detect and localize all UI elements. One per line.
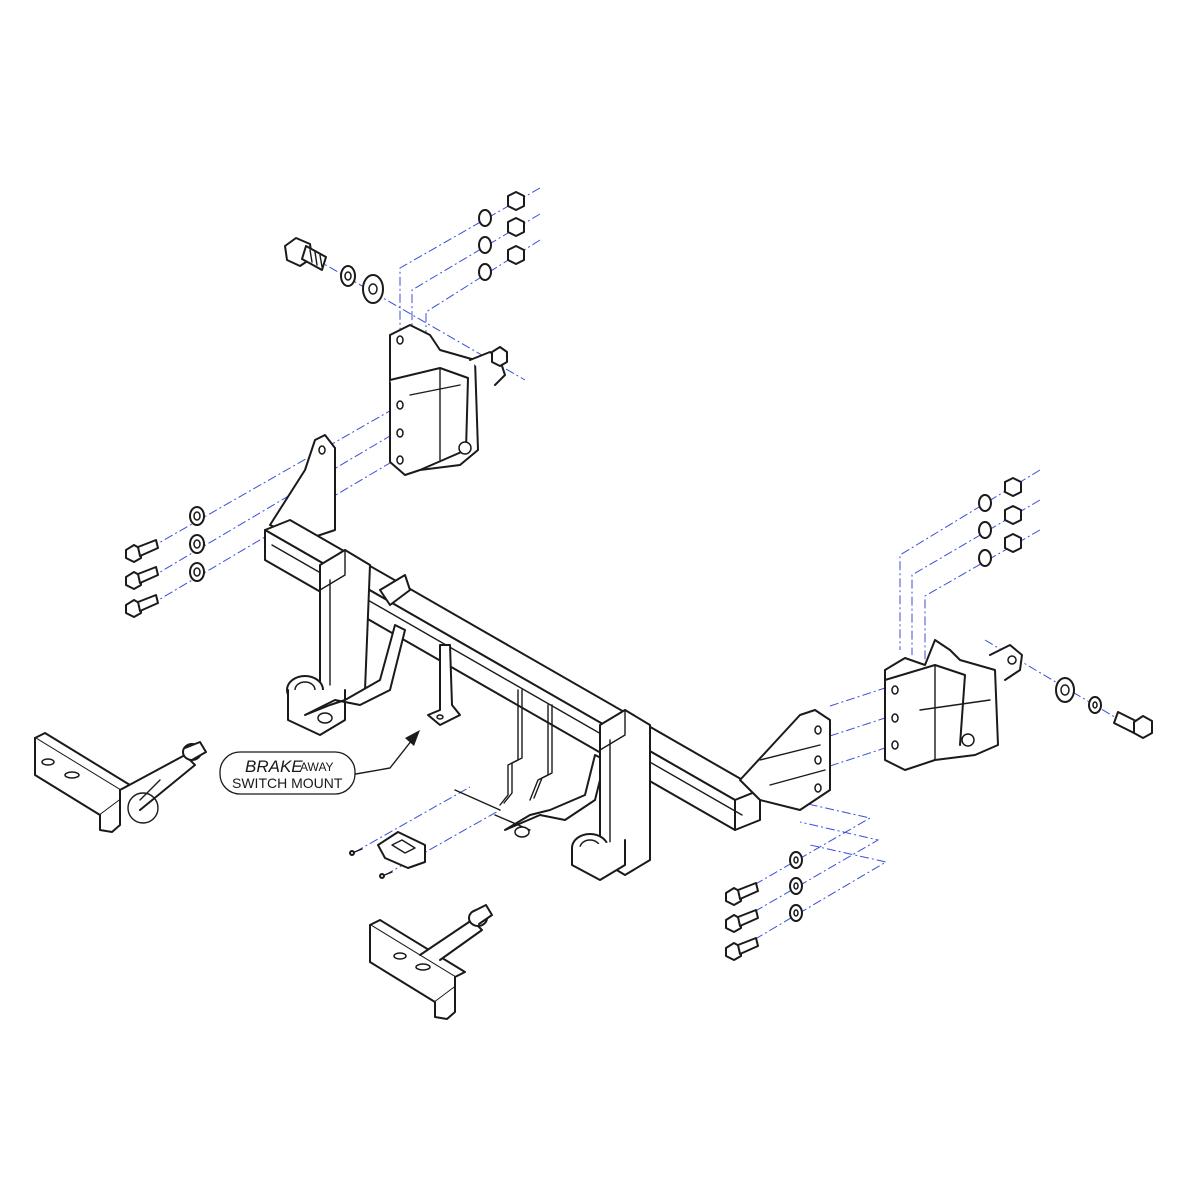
bottom-tow-tab-with-pin: [369, 904, 493, 1020]
callout-switch-mount-label: SWITCH MOUNT: [232, 775, 343, 791]
left-tow-tab-with-pin: [34, 732, 207, 833]
brake-away-switch-mount-callout: BRAKE AWAY SWITCH MOUNT: [219, 730, 420, 795]
left-tow-loop: [304, 624, 406, 716]
brake-away-bracket: [427, 644, 461, 726]
callout-word-away: AWAY: [300, 760, 334, 774]
guide-line-upper-nut-1: [399, 187, 541, 340]
upper-hardware-group: [284, 191, 525, 304]
right-side-hardware-group: [1055, 677, 1153, 739]
guide-line-right-nut-2: [911, 499, 1041, 655]
callout-box: [219, 751, 356, 795]
callout-arrowhead: [405, 730, 420, 746]
lower-bolt-3: [725, 937, 759, 961]
upper-hex-bolt: [284, 237, 327, 271]
left-bolt-1: [125, 539, 159, 563]
guide-line-lower-bolt-1: [739, 799, 872, 894]
left-bolt-2: [125, 566, 159, 590]
guide-line-lower-right-3: [829, 747, 886, 767]
lower-right-hardware-group: [725, 851, 803, 961]
left-hardware-group: [125, 506, 205, 618]
main-crossbar-assembly: [264, 434, 831, 881]
lower-bolt-1: [725, 882, 759, 906]
upper-nut-set-3: [478, 245, 525, 281]
right-tow-loop: [504, 754, 606, 831]
callout-word-brake: BRAKE: [245, 757, 303, 776]
right-mounting-bracket: [884, 639, 1023, 771]
guide-line-lower-bolt-3: [739, 844, 888, 949]
guide-line-lower-right-2: [829, 717, 886, 737]
guide-line-right-nut-1: [899, 469, 1041, 650]
guide-line-lower-right-1: [829, 687, 886, 707]
guide-line-switch-screw-1: [354, 786, 471, 853]
right-upper-hardware-group: [978, 477, 1022, 567]
right-nut-set-3: [978, 533, 1022, 567]
guide-line-right-nut-3: [924, 529, 1041, 660]
upper-mounting-bracket: [389, 324, 508, 476]
upper-nut-set-1: [478, 191, 525, 227]
guide-line-lower-bolt-2: [739, 821, 880, 921]
right-side-gusset: [739, 709, 831, 811]
safety-rod-left: [499, 689, 519, 806]
guide-line-upper-nut-2: [411, 213, 541, 345]
left-bolt-3: [125, 594, 159, 618]
callout-leader-line: [349, 739, 413, 776]
hitch-pin-clip: [139, 779, 161, 801]
guide-line-left-bolt-1: [149, 407, 396, 549]
right-hex-bolt: [1113, 711, 1153, 739]
brake-away-switch-plate: [349, 831, 426, 879]
upper-nut-set-2: [478, 217, 525, 254]
guide-line-left-bolt-2: [149, 432, 396, 579]
right-nut-set-2: [978, 505, 1022, 539]
right-nut-set-1: [978, 477, 1022, 512]
lower-bolt-2: [725, 909, 759, 933]
